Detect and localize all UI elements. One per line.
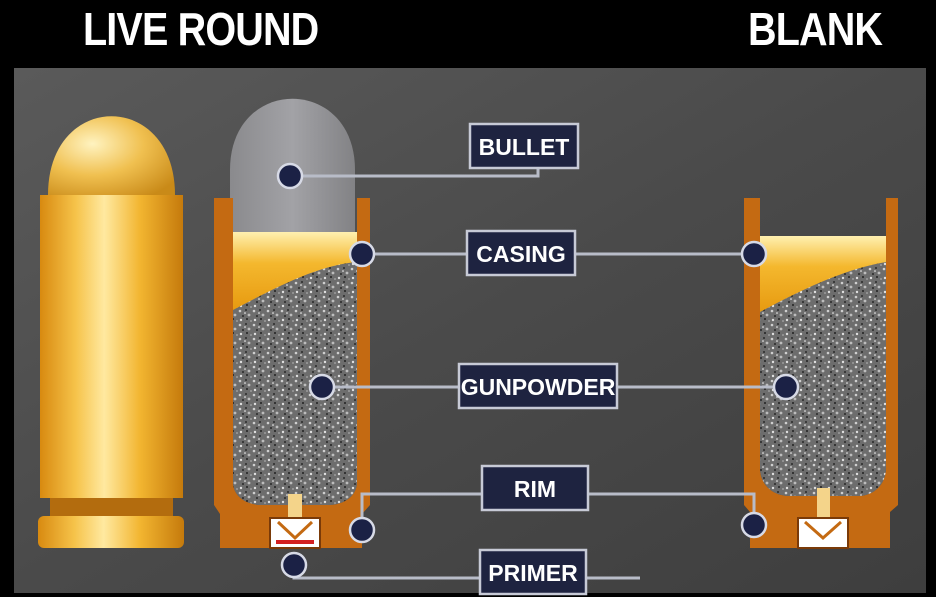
live-casing-wall (214, 198, 370, 548)
live-round-title: LIVE ROUND (83, 3, 319, 55)
blank-casing-brass-inner (760, 236, 886, 312)
gunpowder-label-box (457, 362, 619, 410)
gunpowder-label: GUNPOWDER (461, 374, 616, 400)
rim-label: RIM (514, 476, 556, 502)
blank-title: BLANK (748, 3, 883, 55)
callout-dots (276, 162, 800, 579)
primer-label: PRIMER (488, 560, 578, 586)
blank-gunpowder-fill (760, 236, 886, 496)
rim-dot-live (348, 516, 376, 544)
primer-dot (280, 551, 308, 579)
live-casing-groove (50, 498, 173, 516)
bullet-label-box (468, 122, 580, 170)
primer-label-box (478, 548, 588, 596)
live-primer-compound (276, 540, 314, 544)
blank-section (744, 198, 898, 549)
casing-dot-live (348, 240, 376, 268)
live-casing-body (40, 195, 183, 498)
blank-primer-anvil (804, 520, 842, 541)
gunpowder-dot-live (308, 373, 336, 401)
gunpowder-dot-blank (772, 373, 800, 401)
live-bullet-tip (48, 116, 175, 195)
casing-dot-blank (740, 240, 768, 268)
blank-flash-hole (817, 488, 830, 518)
live-casing-brass-inner (233, 232, 357, 310)
rim-dot-blank (740, 511, 768, 539)
live-casing-rim (38, 516, 184, 548)
live-round-section (214, 98, 370, 549)
casing-label-box (465, 229, 577, 277)
bullet-dot (276, 162, 304, 190)
live-flash-hole (288, 494, 302, 520)
rim-label-box (480, 464, 590, 512)
live-gunpowder-fill (233, 232, 357, 505)
live-round-exterior (38, 116, 184, 548)
label-boxes: BULLET CASING GUNPOWDER RIM PRIMER (457, 122, 619, 596)
bullet-label: BULLET (479, 134, 570, 160)
live-primer-anvil (276, 520, 314, 541)
casing-label: CASING (476, 241, 565, 267)
